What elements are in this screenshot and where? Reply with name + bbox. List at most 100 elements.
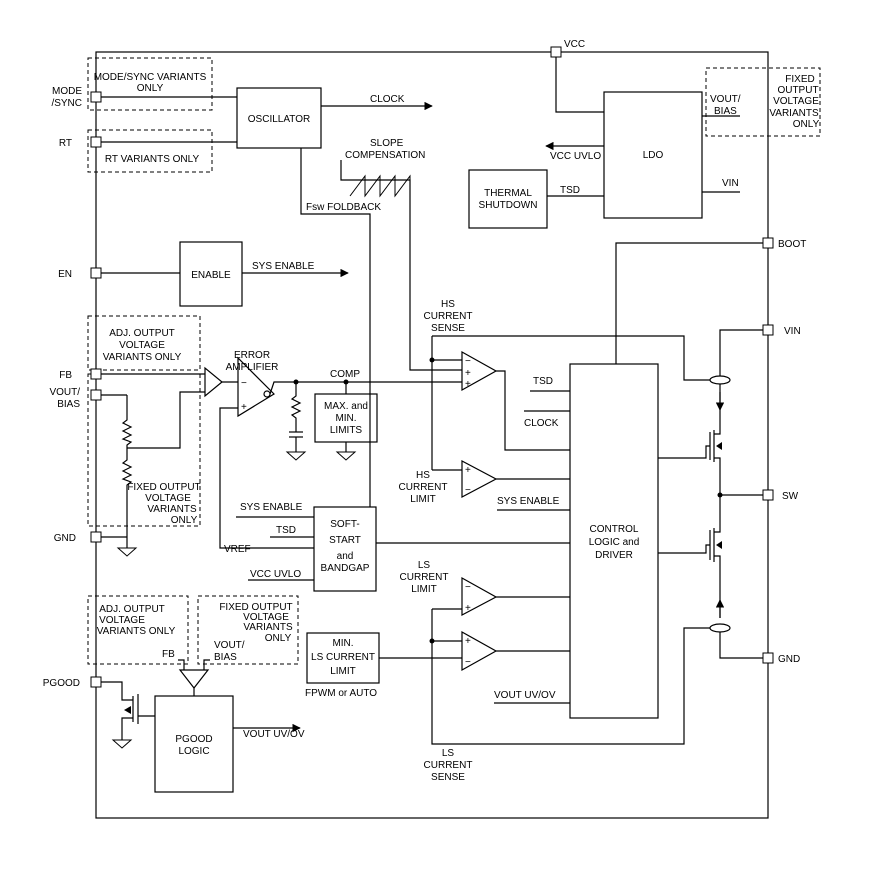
control-logic-block	[569, 363, 659, 719]
svg-text:+: +	[465, 368, 471, 379]
pin-rt	[90, 136, 102, 148]
adj-bottom-line1: ADJ. OUTPUT	[99, 604, 165, 615]
fixed-bottom-line1: FIXED OUTPUT	[219, 602, 292, 613]
pin-label-vout: VOUT/	[49, 387, 80, 398]
vref-label: VREF	[224, 544, 251, 555]
control-line1: CONTROL	[590, 524, 639, 535]
pin-label-vcc: VCC	[564, 39, 585, 50]
pin-label-fb: FB	[59, 370, 72, 381]
min-ls-line3: LIMIT	[330, 666, 356, 677]
adj-bottom-line3: VARIANTS ONLY	[97, 626, 176, 637]
variant-box-adj-top	[87, 315, 201, 371]
enable-block	[179, 241, 243, 307]
pgood-logic-line2: LOGIC	[178, 746, 209, 757]
soft-start-bandgap-block	[313, 506, 377, 592]
clock-ctrl-label: CLOCK	[524, 418, 559, 429]
ldo-bias-label: BIAS	[714, 106, 737, 117]
hs-current-sense-coil	[709, 375, 731, 385]
slope-label-line1: SLOPE	[370, 138, 404, 149]
pin-label-sync: /SYNC	[51, 98, 82, 109]
hs-limit-comparator	[461, 460, 498, 498]
ls-limit-line2: CURRENT	[400, 572, 449, 583]
pin-label-pgood: PGOOD	[43, 678, 80, 689]
ls-limit-line3: LIMIT	[411, 584, 437, 595]
svg-text:−: −	[465, 485, 471, 496]
ldo-vin-label: VIN	[722, 178, 739, 189]
fb-buffer	[204, 366, 223, 398]
pin-vcc	[550, 46, 562, 58]
oscillator-label: OSCILLATOR	[248, 114, 310, 125]
mode-sync-variants-line1: MODE/SYNC VARIANTS	[94, 72, 207, 83]
fb-bottom-label: FB	[162, 649, 175, 660]
ls-sense-line2: CURRENT	[424, 760, 473, 771]
svg-text:+: +	[465, 636, 471, 647]
ls-limit-line1: LS	[418, 560, 431, 571]
bias-bottom-label: BIAS	[214, 652, 237, 663]
pin-gnd-right	[762, 652, 774, 664]
min-ls-line1: MIN.	[332, 638, 353, 649]
fixed-bottom-line3: VARIANTS	[243, 622, 293, 633]
fixed-bottom-line4: ONLY	[265, 633, 292, 644]
max-min-limits-block	[314, 393, 378, 443]
rt-variants-only: RT VARIANTS ONLY	[105, 154, 200, 165]
fixed-bottom-line2: VOLTAGE	[243, 612, 289, 623]
max-min-line1: MAX. and	[324, 401, 368, 412]
pin-label-en: EN	[58, 269, 72, 280]
pin-label-gnd-right: GND	[778, 654, 800, 665]
vcc-uvlo-ss-label: VCC UVLO	[250, 569, 301, 580]
pin-gnd-left	[90, 531, 102, 543]
fixed-top-right-line4: VARIANTS	[769, 108, 819, 119]
thermal-label-line1: THERMAL	[484, 188, 532, 199]
ls-sense-comparator	[461, 630, 498, 672]
oscillator-block	[236, 87, 322, 149]
ldo-block	[603, 91, 703, 219]
sys-enable-ctrl-label: SYS ENABLE	[497, 496, 560, 507]
tsd-ctrl-label: TSD	[533, 376, 553, 387]
hs-sense-line2: CURRENT	[424, 311, 473, 322]
thermal-label-line2: SHUTDOWN	[479, 200, 538, 211]
hs-current-comparator	[461, 350, 498, 392]
chip-outline	[95, 51, 769, 819]
pgood-logic-block	[154, 695, 234, 793]
variant-box-rt	[87, 129, 213, 173]
ls-limit-comparator	[461, 576, 498, 616]
fixed-top-left-line1: FIXED OUTPUT	[127, 482, 200, 493]
variant-box-mode-sync	[87, 57, 213, 111]
control-line2: LOGIC and	[589, 537, 640, 548]
adj-bottom-line2: VOLTAGE	[99, 615, 145, 626]
mode-sync-variants-line2: ONLY	[137, 83, 164, 94]
hs-limit-line2: CURRENT	[399, 482, 448, 493]
fixed-top-left-line2: VOLTAGE	[145, 493, 191, 504]
pin-pgood	[90, 676, 102, 688]
error-amplifier	[237, 356, 275, 418]
pin-fb	[90, 368, 102, 380]
ls-sense-line1: LS	[442, 748, 455, 759]
pin-label-gnd-left: GND	[54, 533, 76, 544]
fixed-top-right-line1: FIXED	[785, 74, 814, 85]
pin-label-mode: MODE	[52, 86, 82, 97]
thermal-shutdown-block	[468, 169, 548, 229]
sys-enable-output-label: SYS ENABLE	[252, 261, 315, 272]
pgood-buffer	[178, 669, 210, 689]
enable-label: ENABLE	[191, 270, 231, 281]
hs-sense-line3: SENSE	[431, 323, 465, 334]
pin-label-rt: RT	[59, 138, 72, 149]
error-amp-label-line2: AMPLIFIER	[226, 362, 279, 373]
sys-enable-ss-label: SYS ENABLE	[240, 502, 303, 513]
max-min-line3: LIMITS	[330, 425, 363, 436]
soft-start-line2: START	[329, 535, 361, 546]
fixed-top-left-line4: ONLY	[171, 515, 198, 526]
svg-text:−: −	[241, 378, 247, 389]
pin-vout-bias	[90, 389, 102, 401]
min-ls-line2: LS CURRENT	[311, 652, 375, 663]
pin-sw	[762, 489, 774, 501]
vout-uvov-pgood-label: VOUT UV/OV	[243, 729, 305, 740]
hs-limit-line1: HS	[416, 470, 430, 481]
pin-label-sw: SW	[782, 491, 799, 502]
pin-mode-sync	[90, 91, 102, 103]
fsw-foldback-label: Fsw FOLDBACK	[306, 202, 381, 213]
svg-text:−: −	[465, 582, 471, 593]
comp-label: COMP	[330, 369, 360, 380]
tsd-ldo-label: TSD	[560, 185, 580, 196]
